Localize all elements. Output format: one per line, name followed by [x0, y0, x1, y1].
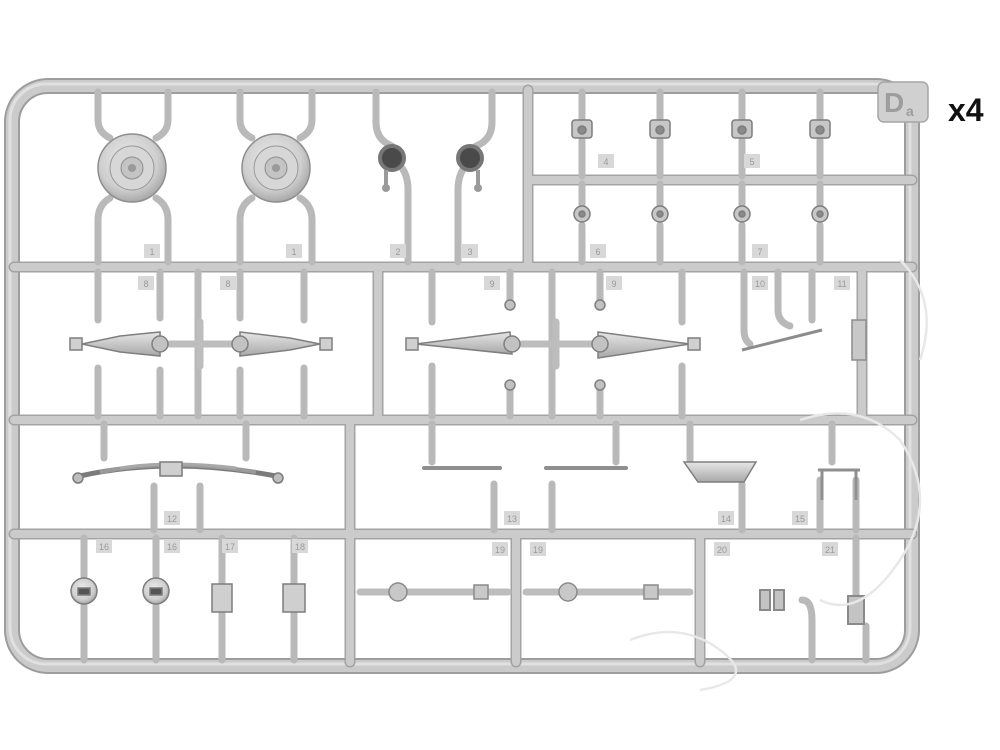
- part-number-tag: [752, 244, 768, 258]
- watermark-logo: [629, 259, 928, 692]
- wheel-part: [241, 133, 311, 203]
- part-number-tag: [590, 244, 606, 258]
- part-number-label: 16: [99, 542, 109, 552]
- part-number-label: 15: [795, 514, 805, 524]
- part-number-label: 19: [495, 545, 505, 555]
- sprue-runners: [8, 84, 918, 668]
- part-number-label: 9: [489, 279, 494, 289]
- part-number-tag: [164, 511, 180, 525]
- part-number-label: 3: [467, 247, 472, 257]
- part-number-tag: [286, 244, 302, 258]
- part-number-tag: [164, 539, 180, 553]
- part-number-label: 14: [721, 514, 731, 524]
- part-number-label: 12: [167, 514, 177, 524]
- part-number-label: 5: [749, 157, 754, 167]
- part-number-label: 6: [595, 247, 600, 257]
- sprue-letter: D: [884, 87, 904, 118]
- part-number-label: 20: [717, 545, 727, 555]
- part-number-label: 16: [167, 542, 177, 552]
- part-number-label: 10: [755, 279, 765, 289]
- part-number-label: 2: [395, 247, 400, 257]
- clip-part: [211, 583, 306, 613]
- part-number-label: 18: [295, 542, 305, 552]
- part-number-tag: [606, 276, 622, 290]
- wheel-part: [97, 133, 167, 203]
- part-number-tag: [792, 511, 808, 525]
- part-number-tag: [530, 542, 546, 556]
- part-number-tag: [96, 539, 112, 553]
- axle-part: [69, 299, 701, 391]
- part-number-label: 7: [757, 247, 762, 257]
- part-number-label: 1: [291, 247, 296, 257]
- part-number-tag: [144, 244, 160, 258]
- part-number-tag: [138, 276, 154, 290]
- sprue-quantity: x4: [948, 92, 984, 128]
- part-number-label: 19: [533, 545, 543, 555]
- part-number-tag: [504, 511, 520, 525]
- sprue-letter-tab: D a: [877, 81, 929, 123]
- part-number-tag: [752, 276, 768, 290]
- part-number-label: 8: [225, 279, 230, 289]
- sprue-letter-sub: a: [906, 103, 914, 119]
- sprue-frame: [4, 78, 920, 674]
- part-number-tag: [492, 542, 508, 556]
- part-number-tag: [714, 542, 730, 556]
- bracket-part: [682, 461, 758, 483]
- lever-part: [759, 589, 865, 625]
- part-number-tag: [598, 154, 614, 168]
- part-number-label: 17: [225, 542, 235, 552]
- part-number-label: 21: [825, 545, 835, 555]
- part-number-tag: [744, 154, 760, 168]
- hub-part: [378, 144, 484, 192]
- steering-rod: [741, 319, 867, 361]
- part-number-tag: [292, 539, 308, 553]
- part-number-tag: [834, 276, 850, 290]
- part-number-label: 4: [603, 157, 608, 167]
- part-number-tag: [390, 244, 406, 258]
- part-number-tag: [462, 244, 478, 258]
- part-number-tag: [822, 542, 838, 556]
- brake-drum-part: [70, 577, 170, 605]
- part-number-label: 8: [143, 279, 148, 289]
- drive-shaft-part: [388, 582, 659, 602]
- leaf-spring-part: [72, 461, 284, 484]
- part-number-label: 11: [837, 279, 846, 289]
- part-number-tag: [718, 511, 734, 525]
- part-number-label: 1: [149, 247, 154, 257]
- part-number-tag: [222, 539, 238, 553]
- shock-part: [818, 468, 860, 500]
- part-number-tag: [484, 276, 500, 290]
- part-number-label: 9: [611, 279, 616, 289]
- small-parts: [571, 119, 831, 223]
- part-number-label: 13: [507, 514, 517, 524]
- part-number-tag: [220, 276, 236, 290]
